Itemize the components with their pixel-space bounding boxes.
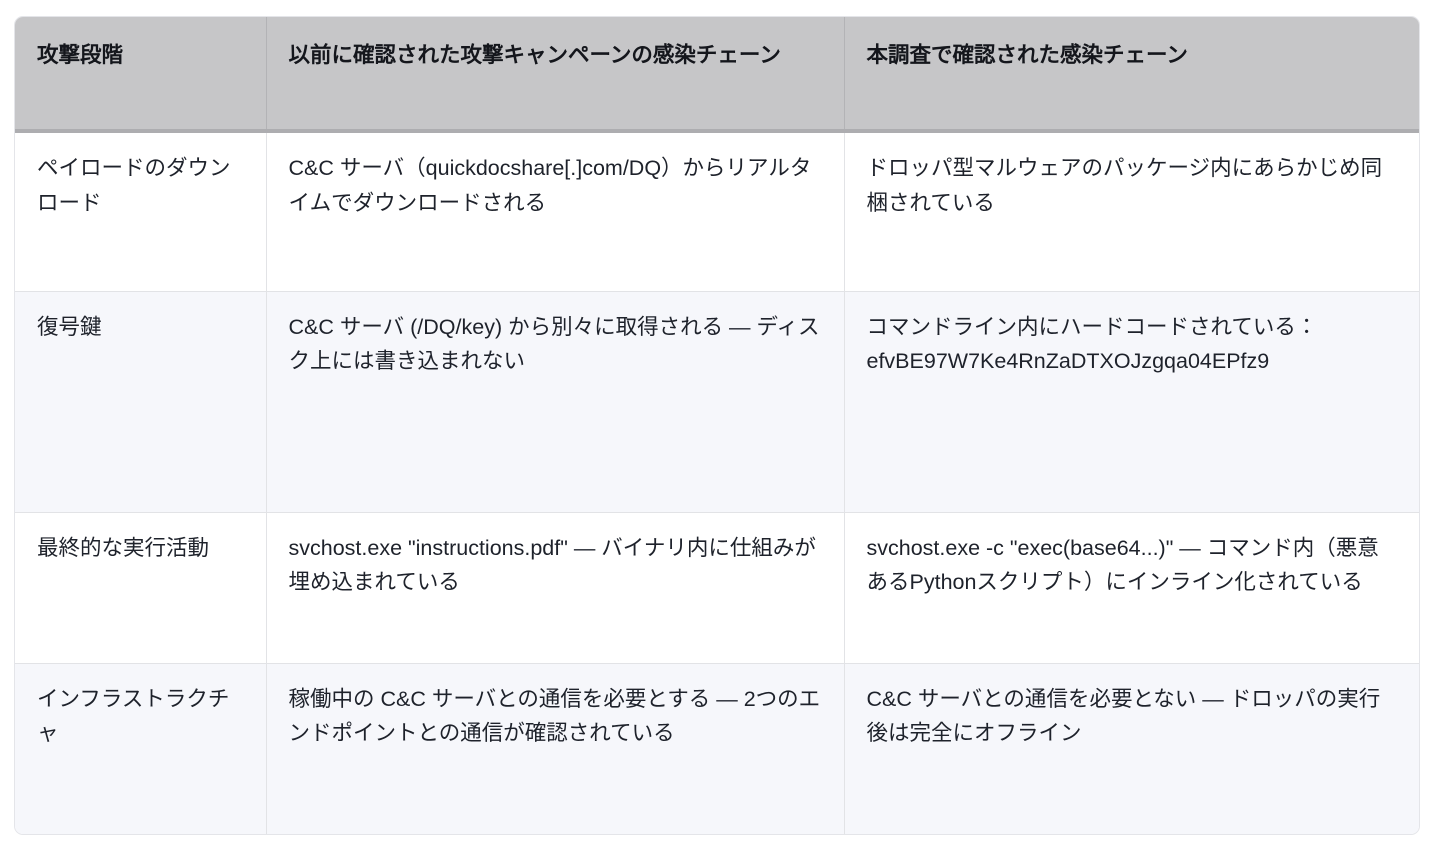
table-row: 最終的な実行活動 svchost.exe "instructions.pdf" … bbox=[15, 512, 1419, 664]
column-header-previous-campaign: 以前に確認された攻撃キャンペーンの感染チェーン bbox=[266, 17, 845, 133]
stage-label: 最終的な実行活動 bbox=[37, 535, 210, 560]
previous-campaign-text: 稼働中の C&C サーバとの通信を必要とする ― 2つのエンドポイントとの通信が… bbox=[288, 686, 821, 746]
table-row: ペイロードのダウンロード C&C サーバ（quickdocshare[.]com… bbox=[15, 131, 1419, 292]
cell-previous-campaign: 稼働中の C&C サーバとの通信を必要とする ― 2つのエンドポイントとの通信が… bbox=[266, 663, 845, 834]
previous-campaign-text: svchost.exe "instructions.pdf" ― バイナリ内に仕… bbox=[288, 535, 816, 595]
cell-stage: インフラストラクチャ bbox=[15, 663, 267, 834]
cell-stage: 復号鍵 bbox=[15, 291, 267, 513]
current-investigation-text: C&C サーバとの通信を必要とない ― ドロッパの実行後は完全にオフライン bbox=[866, 686, 1381, 746]
table-header: 攻撃段階 以前に確認された攻撃キャンペーンの感染チェーン 本調査で確認された感染… bbox=[15, 17, 1419, 133]
previous-campaign-text: C&C サーバ（quickdocshare[.]com/DQ）からリアルタイムで… bbox=[288, 156, 812, 215]
column-header-current-investigation: 本調査で確認された感染チェーン bbox=[844, 17, 1419, 133]
table-header-row: 攻撃段階 以前に確認された攻撃キャンペーンの感染チェーン 本調査で確認された感染… bbox=[15, 17, 1419, 133]
column-header-stage: 攻撃段階 bbox=[15, 17, 267, 133]
cell-current-investigation: コマンドライン内にハードコードされている：efvBE97W7Ke4RnZaDTX… bbox=[844, 291, 1419, 513]
stage-label: インフラストラクチャ bbox=[37, 686, 230, 746]
table-row: インフラストラクチャ 稼働中の C&C サーバとの通信を必要とする ― 2つのエ… bbox=[15, 663, 1419, 834]
cell-current-investigation: svchost.exe -c "exec(base64...)" ― コマンド内… bbox=[844, 512, 1419, 664]
cell-previous-campaign: svchost.exe "instructions.pdf" ― バイナリ内に仕… bbox=[266, 512, 845, 664]
cell-stage: ペイロードのダウンロード bbox=[15, 131, 267, 292]
current-investigation-text: コマンドライン内にハードコードされている：efvBE97W7Ke4RnZaDTX… bbox=[866, 314, 1318, 374]
previous-campaign-text: C&C サーバ (/DQ/key) から別々に取得される ― ディスク上には書き… bbox=[288, 314, 820, 374]
stage-label: ペイロードのダウンロード bbox=[37, 156, 231, 215]
table-body: ペイロードのダウンロード C&C サーバ（quickdocshare[.]com… bbox=[15, 131, 1419, 834]
stage-label: 復号鍵 bbox=[37, 314, 102, 339]
cell-current-investigation: C&C サーバとの通信を必要とない ― ドロッパの実行後は完全にオフライン bbox=[844, 663, 1419, 834]
comparison-table-container: 攻撃段階 以前に確認された攻撃キャンペーンの感染チェーン 本調査で確認された感染… bbox=[14, 16, 1420, 835]
current-investigation-text: svchost.exe -c "exec(base64...)" ― コマンド内… bbox=[866, 535, 1379, 595]
cell-current-investigation: ドロッパ型マルウェアのパッケージ内にあらかじめ同梱されている bbox=[844, 131, 1419, 292]
cell-previous-campaign: C&C サーバ（quickdocshare[.]com/DQ）からリアルタイムで… bbox=[266, 131, 845, 292]
table-row: 復号鍵 C&C サーバ (/DQ/key) から別々に取得される ― ディスク上… bbox=[15, 291, 1419, 513]
cell-stage: 最終的な実行活動 bbox=[15, 512, 267, 664]
current-investigation-text: ドロッパ型マルウェアのパッケージ内にあらかじめ同梱されている bbox=[866, 156, 1383, 215]
cell-previous-campaign: C&C サーバ (/DQ/key) から別々に取得される ― ディスク上には書き… bbox=[266, 291, 845, 513]
infection-chain-comparison-table: 攻撃段階 以前に確認された攻撃キャンペーンの感染チェーン 本調査で確認された感染… bbox=[15, 17, 1419, 834]
